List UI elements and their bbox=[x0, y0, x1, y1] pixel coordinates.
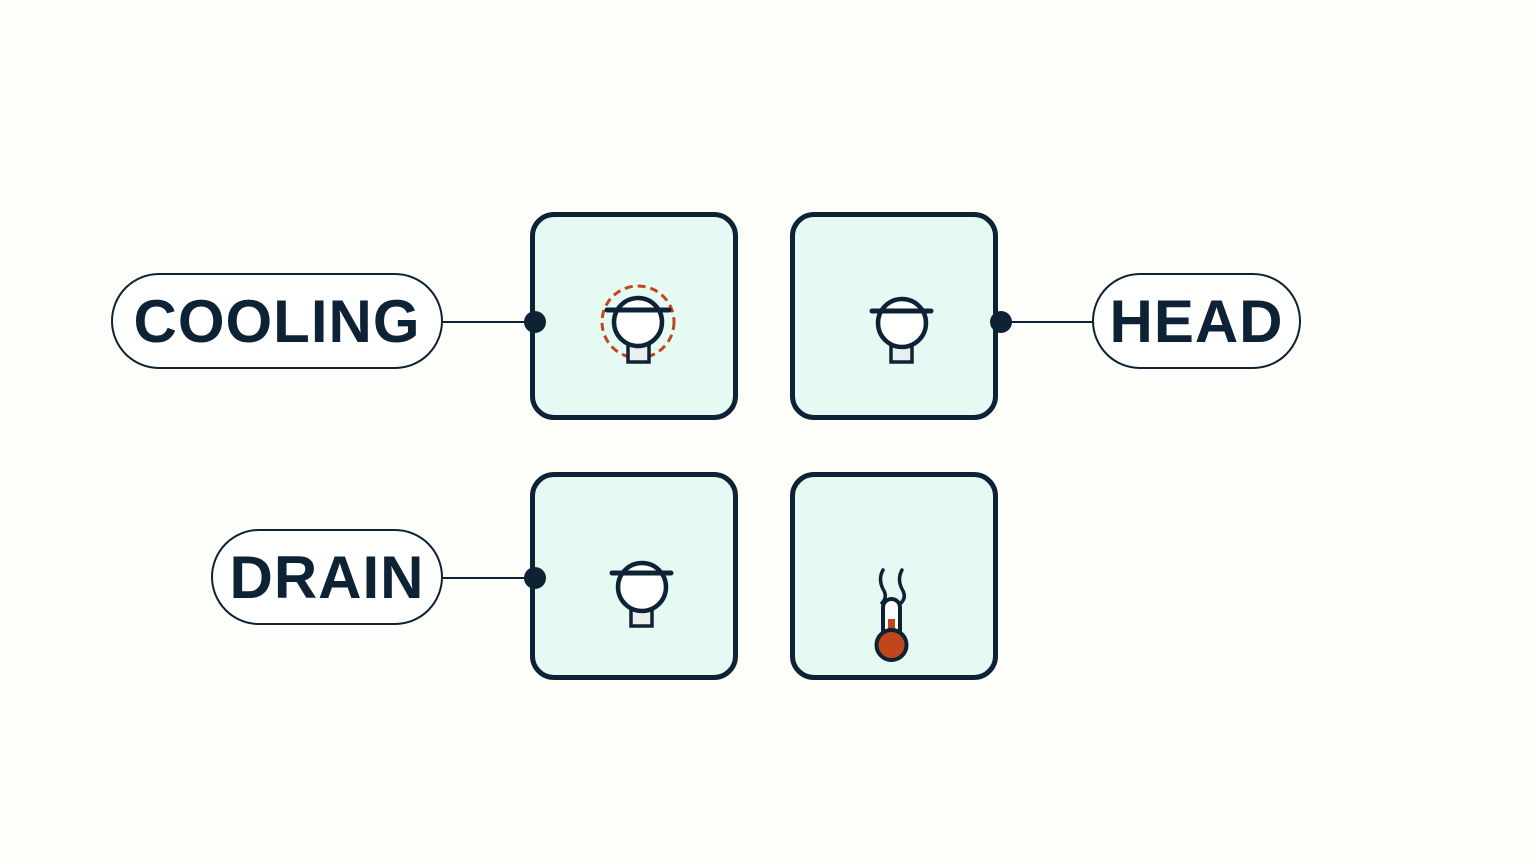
tile-bottom-left[interactable] bbox=[530, 472, 738, 680]
sprinkler-head-icon bbox=[600, 284, 676, 364]
connector-drain bbox=[443, 577, 531, 579]
connector-head bbox=[1004, 321, 1092, 323]
tile-top-right[interactable] bbox=[790, 212, 998, 420]
label-head: HEAD bbox=[1092, 273, 1301, 369]
tile-bottom-right[interactable] bbox=[790, 472, 998, 680]
connector-cooling bbox=[443, 321, 531, 323]
sprinkler-head-icon bbox=[869, 296, 934, 364]
sprinkler-head-icon bbox=[609, 560, 674, 628]
heat-thermometer-icon bbox=[874, 568, 909, 662]
connector-dot-cooling bbox=[524, 311, 546, 333]
connector-dot-drain bbox=[524, 567, 546, 589]
label-cooling: COOLING bbox=[111, 273, 443, 369]
label-drain: DRAIN bbox=[211, 529, 443, 625]
tile-top-left[interactable] bbox=[530, 212, 738, 420]
connector-dot-head bbox=[990, 311, 1012, 333]
